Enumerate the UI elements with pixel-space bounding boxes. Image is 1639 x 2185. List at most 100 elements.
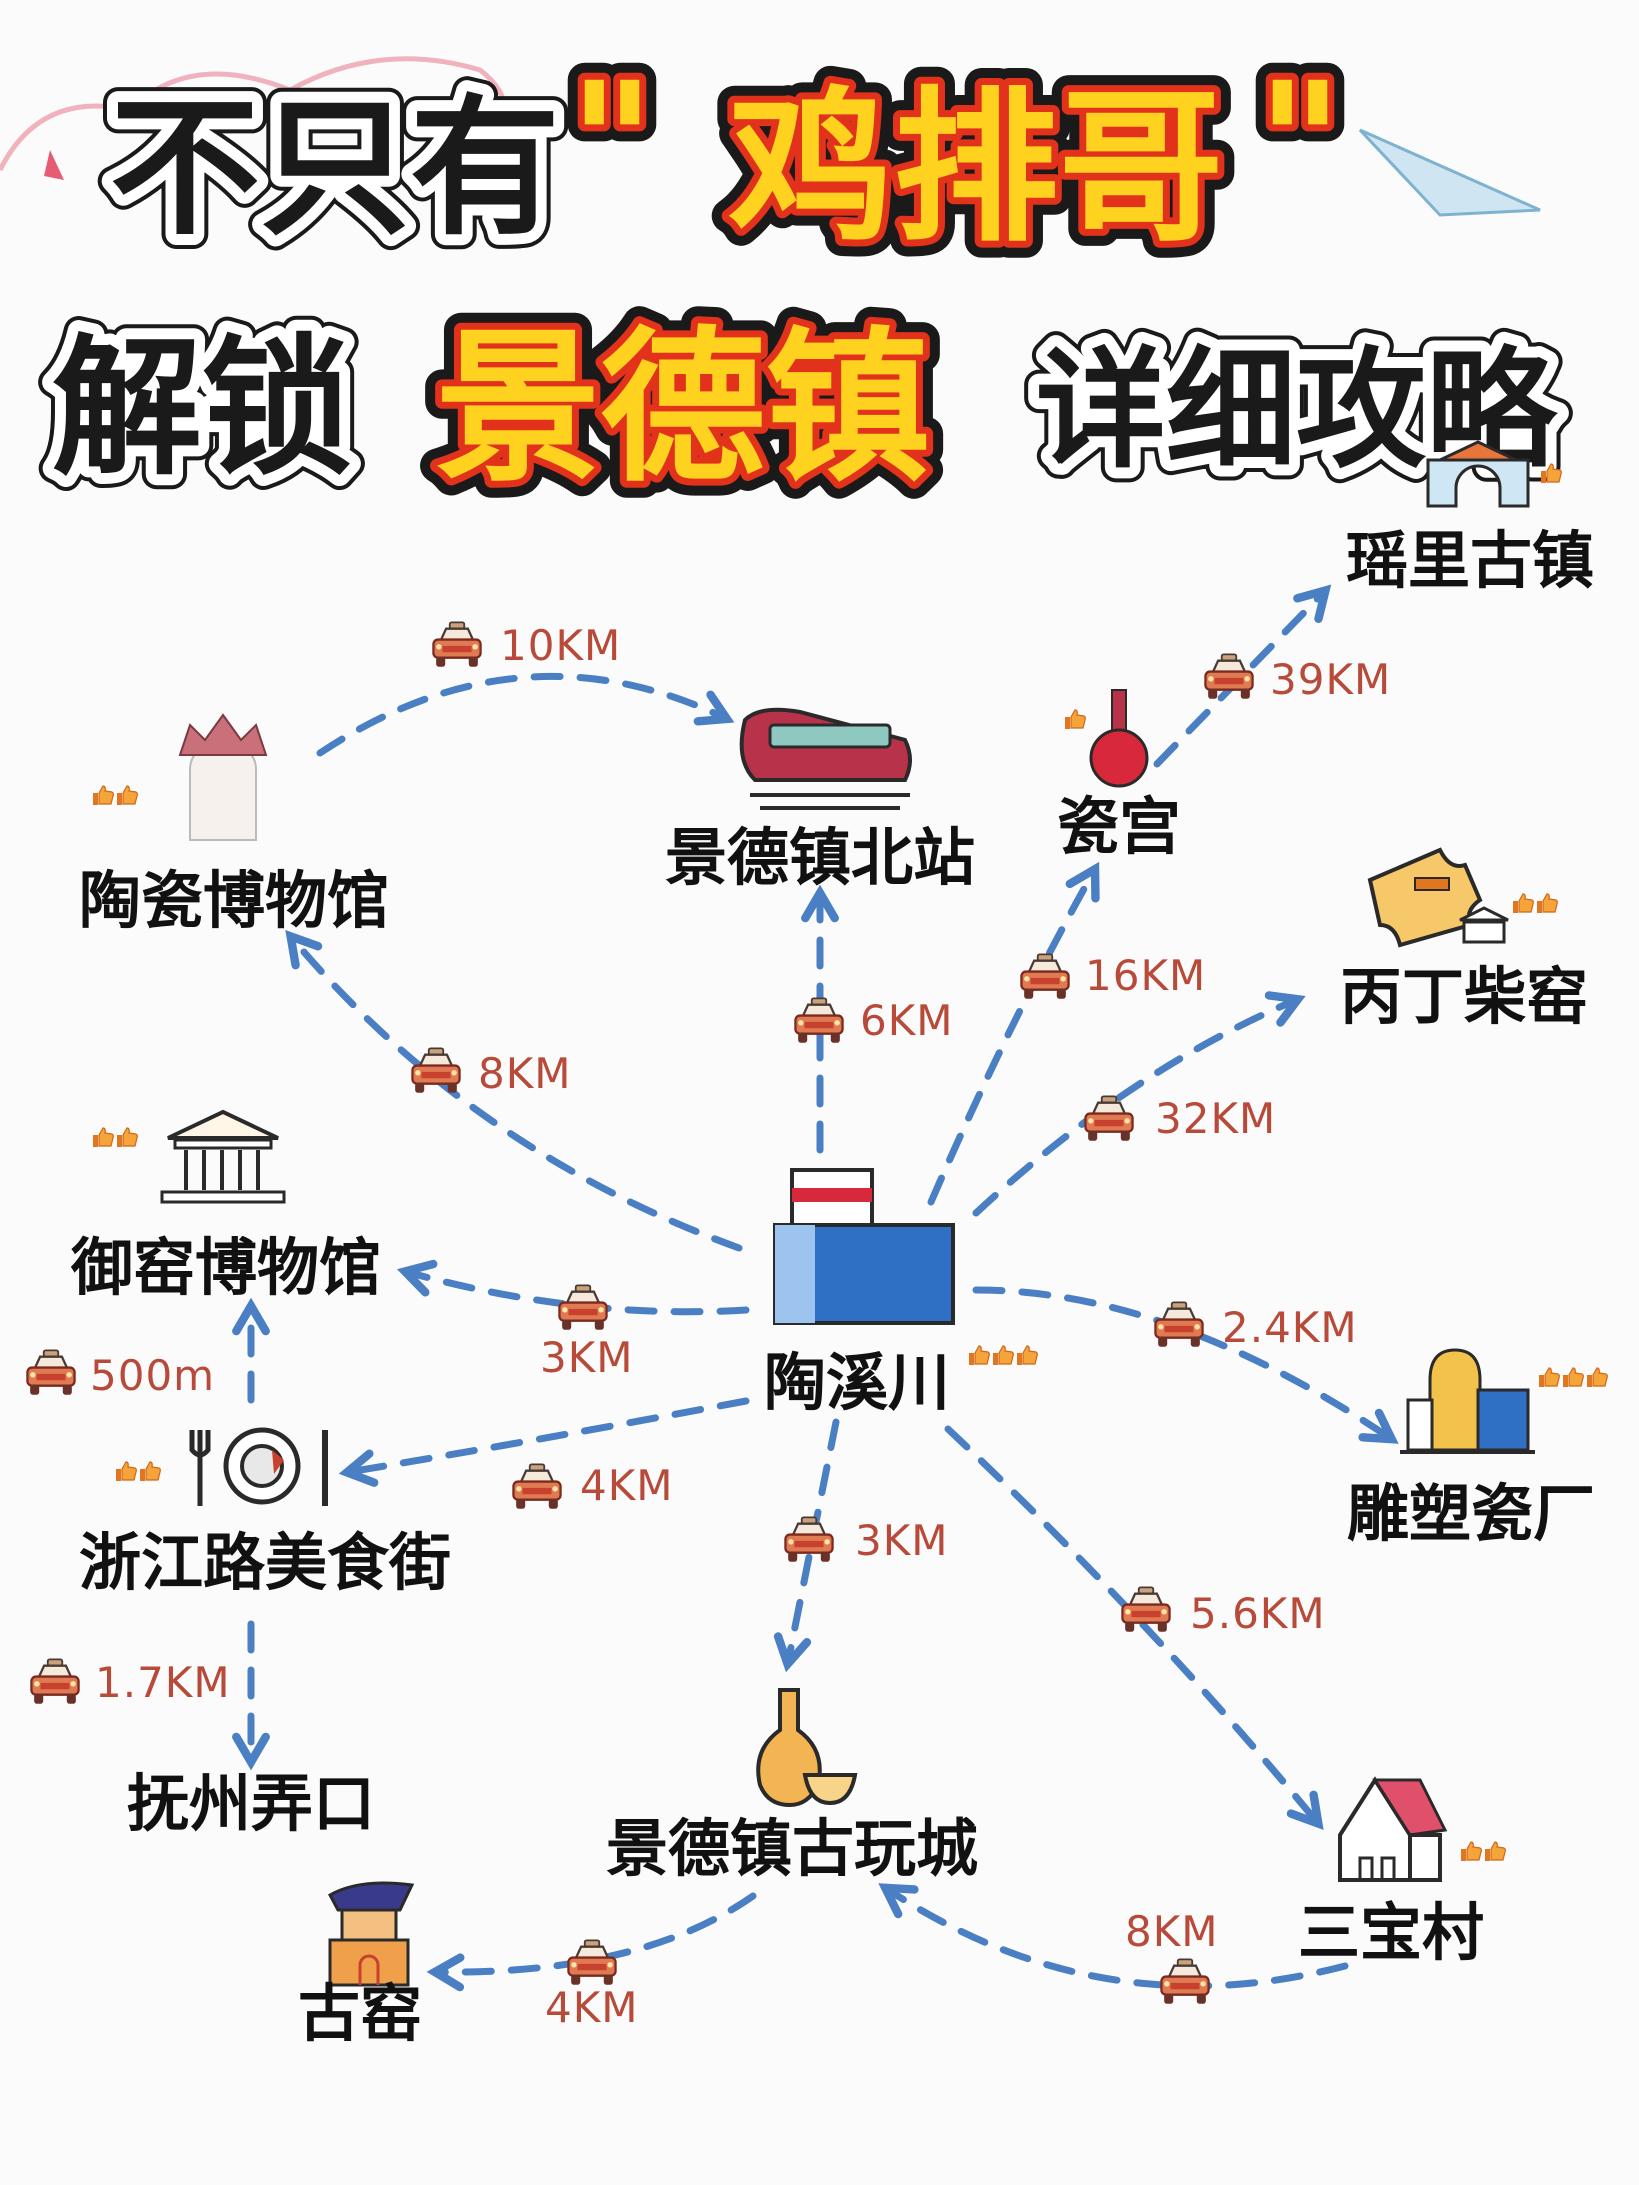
routes: 10KM 6KM 16KM 39KM 32KM 8KM	[26, 584, 1399, 2032]
taxi-icon	[26, 1349, 76, 1396]
place-label: 瓷宫	[1057, 790, 1181, 863]
museum-building-icon	[160, 1109, 286, 1204]
thumbs-up-icon	[116, 1127, 138, 1148]
place-imperial-kiln-museum[interactable]: 御窑博物馆	[70, 1109, 381, 1304]
thumbs-up-icon	[1484, 1841, 1506, 1862]
rating-thumbs	[1064, 709, 1086, 730]
thumbs-up-icon	[968, 1345, 990, 1366]
route-sanbao-to-antique-city: 8KM	[878, 1883, 1349, 2005]
thumbs-up-icon	[992, 1345, 1014, 1366]
header-decoration	[0, 56, 1541, 217]
place-antique-city[interactable]: 景德镇古玩城	[606, 1688, 978, 1885]
taxi-icon	[1020, 953, 1070, 1000]
taxi-icon	[1154, 1301, 1204, 1348]
route-cigong-to-yaoli: 39KM	[1153, 584, 1391, 768]
place-label: 抚州弄口	[127, 1767, 375, 1840]
place-ancient-kiln[interactable]: 古窑	[298, 1881, 422, 2050]
route-taoxichuan-to-food-street: 4KM	[338, 1397, 750, 1510]
place-label: 丙丁柴窑	[1340, 960, 1588, 1033]
taxi-icon	[1160, 1958, 1210, 2005]
route-line	[773, 1418, 840, 1673]
distance-label: 1.7KM	[95, 1658, 231, 1707]
route-line	[878, 1883, 1349, 1990]
place-label: 雕塑瓷厂	[1347, 1477, 1595, 1550]
house-icon	[1338, 1776, 1448, 1882]
rating-thumbs	[92, 785, 138, 806]
distance-label: 10KM	[500, 621, 621, 670]
distance-label: 16KM	[1085, 951, 1206, 1000]
thumbs-up-icon	[92, 1127, 114, 1148]
place-bingding[interactable]: 丙丁柴窑	[1340, 847, 1588, 1033]
svg-text:鸡排哥: 鸡排哥	[729, 72, 1224, 264]
pink-cloud-outline	[0, 56, 510, 172]
route-taoxichuan-to-sanbao: 5.6KM	[944, 1425, 1325, 1831]
taxi-icon	[1084, 1095, 1134, 1142]
svg-text:": "	[569, 47, 655, 239]
kiln-tower-icon	[327, 1881, 415, 1987]
rating-thumbs	[1538, 1367, 1608, 1388]
distance-label: 4KM	[580, 1461, 674, 1510]
place-label: 陶瓷博物馆	[79, 864, 389, 937]
distance-label: 8KM	[1125, 1907, 1219, 1956]
thumbs-up-icon	[139, 1461, 161, 1482]
place-label: 陶溪川	[764, 1346, 950, 1419]
thumbs-up-icon	[1586, 1367, 1608, 1388]
museum-figure-icon	[178, 713, 268, 841]
title-quote-close: "	[1257, 47, 1343, 239]
pink-flag-decoration	[44, 150, 64, 180]
route-taoxichuan-to-cigong: 16KM	[927, 861, 1206, 1206]
distance-label: 3KM	[540, 1333, 634, 1382]
place-sanbao[interactable]: 三宝村	[1298, 1776, 1506, 1969]
title-line-1: 不只有 不只有 " " 鸡排哥 鸡排哥 " "	[95, 30, 1360, 281]
distance-label: 2.4KM	[1222, 1303, 1358, 1352]
train-icon	[739, 707, 912, 810]
place-label: 景德镇北站	[665, 821, 975, 894]
route-antique-city-to-ancient-kiln: 4KM	[426, 1892, 757, 2032]
taxi-icon	[558, 1284, 608, 1331]
route-line	[285, 930, 743, 1252]
taxi-icon	[512, 1463, 562, 1510]
distance-label: 39KM	[1270, 655, 1391, 704]
place-sculpture-factory[interactable]: 雕塑瓷厂	[1347, 1348, 1608, 1550]
route-taoxichuan-to-imperial-kiln-museum: 3KM	[396, 1259, 750, 1382]
title-highlight-jingdezhen: 景德镇	[436, 312, 931, 504]
place-taoxichuan[interactable]: 陶溪川	[764, 1168, 1038, 1419]
taxi-icon	[30, 1658, 80, 1705]
place-fuzhou-lane[interactable]: 抚州弄口	[127, 1767, 375, 1840]
distance-label: 6KM	[860, 996, 954, 1045]
route-taoxichuan-to-sculpture-factory: 2.4KM	[972, 1286, 1399, 1444]
place-cigong[interactable]: 瓷宫	[1057, 689, 1181, 863]
svg-text:景德镇: 景德镇	[436, 312, 931, 504]
thumbs-up-icon	[1016, 1345, 1038, 1366]
rating-thumbs	[1512, 893, 1558, 914]
place-yaoli[interactable]: 瑶里古镇	[1346, 440, 1594, 597]
svg-text:详细攻略: 详细攻略	[1036, 334, 1558, 486]
place-north-station[interactable]: 景德镇北站	[665, 707, 975, 894]
place-ceramic-museum[interactable]: 陶瓷博物馆	[79, 713, 389, 937]
route-line	[972, 991, 1306, 1217]
place-label: 御窑博物馆	[70, 1231, 381, 1304]
title-quote-open: "	[569, 47, 655, 239]
distance-label: 8KM	[478, 1049, 572, 1098]
place-food-street[interactable]: 浙江路美食街	[79, 1427, 451, 1599]
thumbs-up-icon	[116, 785, 138, 806]
thumbs-up-icon	[1562, 1367, 1584, 1388]
factory-icon	[773, 1168, 955, 1325]
route-line	[426, 1892, 757, 1992]
svg-text:不只有: 不只有	[110, 82, 560, 256]
ancient-gate-icon	[1426, 440, 1530, 508]
blue-triangle-decoration	[1358, 128, 1541, 217]
route-line	[316, 672, 735, 757]
svg-text:": "	[1257, 47, 1343, 239]
route-ceramic-museum-to-north-station: 10KM	[316, 621, 735, 757]
title-line-2: 解锁 解锁 景德镇 景德镇 详细攻略 详细攻略	[37, 295, 1573, 521]
distance-label: 32KM	[1155, 1094, 1276, 1143]
route-food-street-to-imperial-kiln-museum: 500m	[26, 1297, 270, 1404]
thumbs-up-icon	[1064, 709, 1086, 730]
place-label: 古窑	[298, 1977, 422, 2050]
thumbs-up-icon	[92, 785, 114, 806]
rating-thumbs	[1460, 1841, 1506, 1862]
route-line	[338, 1397, 750, 1487]
route-taoxichuan-to-bingding: 32KM	[972, 991, 1306, 1217]
